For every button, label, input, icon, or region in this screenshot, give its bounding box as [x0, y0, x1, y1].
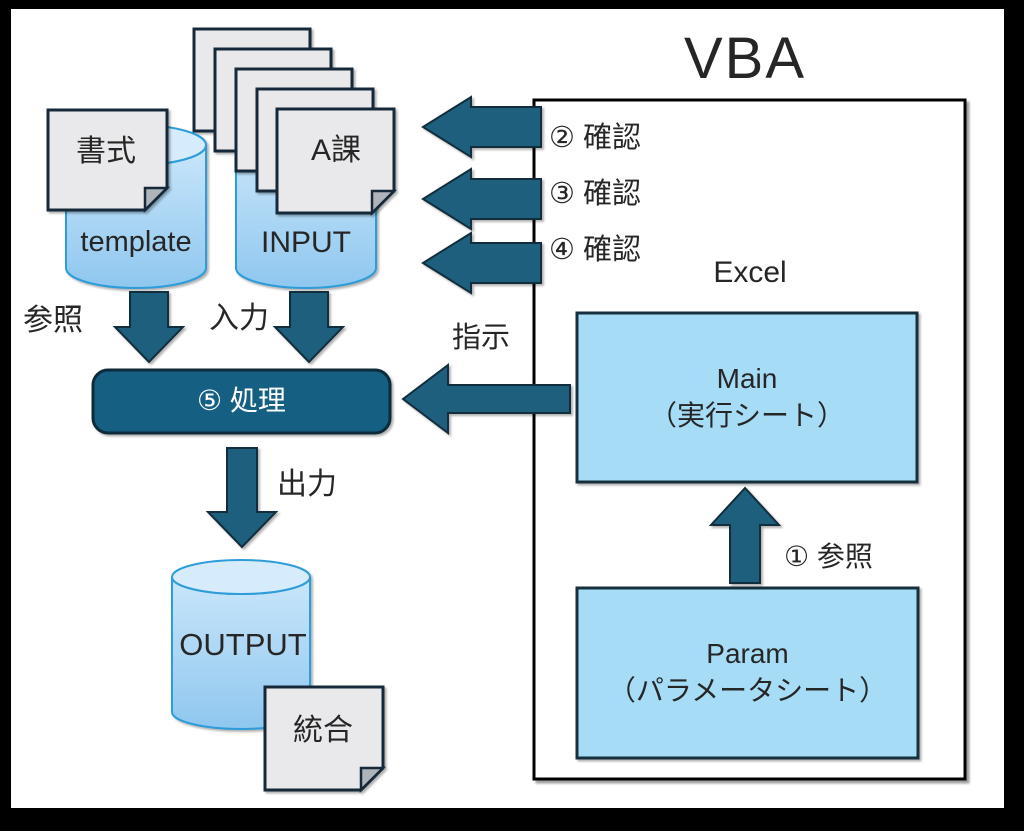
check4-label: ④ 確認 [549, 234, 642, 266]
arrow-check3-icon [421, 167, 542, 231]
arrow-refer-template-icon [112, 291, 186, 364]
format-note-label: 書式 [76, 135, 136, 168]
process-box-label: ⑤ 処理 [197, 385, 286, 417]
param-sheet-box [575, 586, 920, 760]
merge-note-paper [263, 685, 387, 794]
process-box [91, 368, 392, 435]
input-note-paper [275, 107, 398, 217]
folded-corner-icon [370, 189, 398, 217]
excel-panel-label: Excel [713, 256, 787, 289]
folded-corner-icon [359, 766, 387, 794]
check3-label: ③ 確認 [549, 178, 642, 210]
template-cylinder-label: template [80, 226, 192, 258]
input-flow-label: 入力 [209, 302, 269, 335]
output-cylinder-lid [171, 559, 311, 595]
param-sheet-name: Param [706, 638, 789, 670]
arrow-check2-icon [421, 95, 542, 159]
folded-corner-icon [143, 186, 171, 214]
input-note-label: A課 [310, 134, 362, 167]
main-sheet-subtitle: （実行シート） [648, 399, 845, 431]
input-cylinder-label: INPUT [261, 226, 351, 259]
arrow-output-icon [205, 447, 279, 549]
main-sheet-box [575, 311, 919, 484]
arrow-check4-icon [421, 231, 542, 295]
instruct-label: 指示 [452, 322, 511, 354]
output-cylinder-label: OUTPUT [179, 627, 307, 662]
refer-param-label: ① 参照 [784, 541, 873, 572]
arrow-refer-param-icon [708, 486, 782, 584]
arrow-input-icon [272, 291, 346, 364]
check2-label: ② 確認 [549, 122, 642, 154]
refer-template-label: 参照 [23, 304, 83, 337]
merge-note-label: 統合 [293, 714, 353, 747]
format-note-paper [46, 108, 171, 214]
page-title: VBA [683, 26, 807, 91]
main-sheet-label: Main （実行シート） [577, 313, 917, 482]
param-sheet-subtitle: （パラメータシート） [607, 675, 888, 706]
arrow-instruct-icon [401, 362, 571, 436]
output-flow-label: 出力 [277, 468, 337, 501]
main-sheet-name: Main [716, 362, 778, 394]
param-sheet-label: Param （パラメータシート） [577, 588, 918, 758]
